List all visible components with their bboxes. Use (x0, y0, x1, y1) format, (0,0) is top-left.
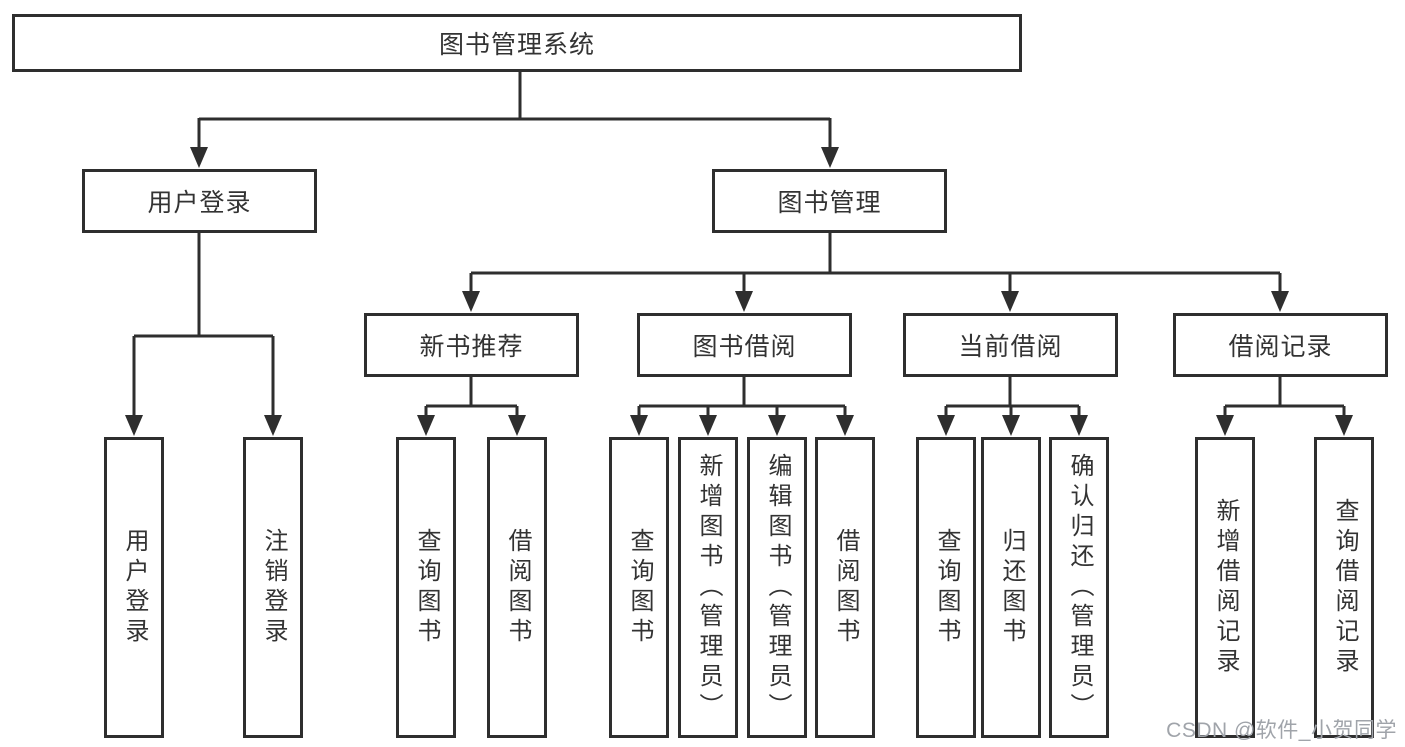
arrowheads (125, 147, 1353, 436)
node-book-management: 图书管理 (712, 169, 947, 233)
node-borrowing-records: 借阅记录 (1173, 313, 1388, 377)
leaf-query-books-recommend: 查询图书 (396, 437, 456, 738)
leaf-confirm-return-admin: 确认归还（管理员） (1049, 437, 1109, 738)
leaf-return-books: 归还图书 (981, 437, 1041, 738)
leaf-edit-books-admin: 编辑图书（管理员） (747, 437, 807, 738)
leaf-logout: 注销登录 (243, 437, 303, 738)
node-library-management-system: 图书管理系统 (12, 14, 1022, 72)
leaf-query-books-current: 查询图书 (916, 437, 976, 738)
node-user-login: 用户登录 (82, 169, 317, 233)
leaf-borrow-books-recommend: 借阅图书 (487, 437, 547, 738)
leaf-query-books-borrow: 查询图书 (609, 437, 669, 738)
watermark-text: CSDN @软件_小贺同学 (1166, 719, 1397, 742)
node-book-borrowing: 图书借阅 (637, 313, 852, 377)
node-current-borrowing: 当前借阅 (903, 313, 1118, 377)
leaf-borrow-books: 借阅图书 (815, 437, 875, 738)
leaf-query-borrow-record: 查询借阅记录 (1314, 437, 1374, 738)
leaf-user-login: 用户登录 (104, 437, 164, 738)
leaf-add-books-admin: 新增图书（管理员） (678, 437, 738, 738)
leaf-add-borrow-record: 新增借阅记录 (1195, 437, 1255, 738)
node-new-book-recommendation: 新书推荐 (364, 313, 579, 377)
